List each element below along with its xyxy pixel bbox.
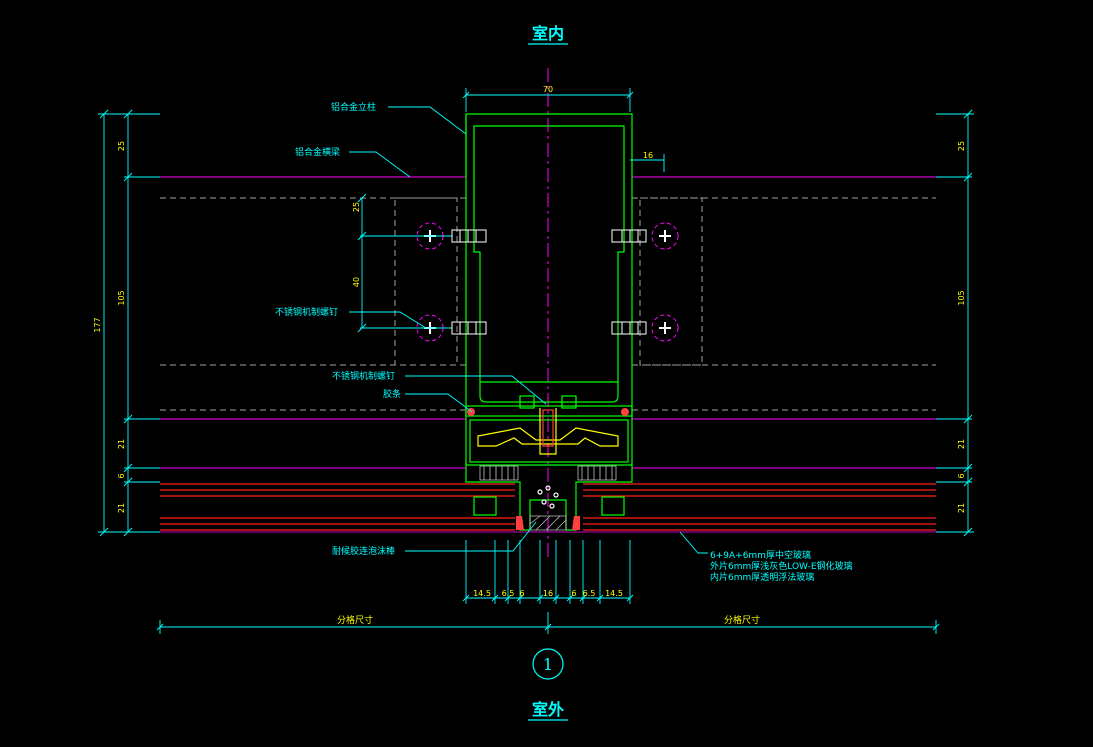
label-mullion: 铝合金立柱 <box>331 101 376 113</box>
screw-group <box>360 222 679 342</box>
label-screw-2: 不锈钢机制螺钉 <box>332 370 395 382</box>
dim-bottom-0: 14.5 <box>473 589 491 598</box>
dim-inner-25: 25 <box>352 202 361 212</box>
dim-right-21a: 21 <box>957 439 966 449</box>
dim-right-chain <box>936 109 974 537</box>
dim-grid-left: 分格尺寸 <box>337 614 373 626</box>
dim-right-25: 25 <box>957 141 966 151</box>
detail-number: 1 <box>543 655 553 674</box>
dim-inner-vertical <box>357 193 367 333</box>
dim-left-21b: 21 <box>117 503 126 513</box>
dim-left-105: 105 <box>117 290 126 305</box>
dim-left-chain <box>98 109 160 537</box>
dim-bottom-2: 6 <box>519 589 524 598</box>
transom-lines <box>160 176 936 469</box>
dim-bottom-5: 6.5 <box>583 589 596 598</box>
dim-inner-40: 40 <box>352 277 361 287</box>
dim-top-70 <box>462 88 634 112</box>
dim-right-21b: 21 <box>957 503 966 513</box>
dim-left-total: 177 <box>93 317 102 332</box>
gasket-red <box>467 408 629 530</box>
label-glass-1: 6+9A+6mm厚中空玻璃 <box>710 549 811 561</box>
dim-grid <box>156 612 940 634</box>
dim-bottom-4: 6 <box>571 589 576 598</box>
dim-bottom-6: 14.5 <box>605 589 623 598</box>
label-gasket: 胶条 <box>383 388 401 400</box>
label-glass-2: 外片6mm厚浅灰色LOW-E钢化玻璃 <box>710 560 853 572</box>
title-indoor: 室内 <box>532 24 564 43</box>
label-transom: 铝合金横梁 <box>295 146 340 158</box>
glass-panes <box>160 483 936 531</box>
aluminum-mullion <box>465 113 633 466</box>
dim-bottom-3: 16 <box>543 589 553 598</box>
pressure-plate <box>477 408 619 455</box>
dim-right-6: 6 <box>957 473 966 478</box>
dashed-lines <box>160 197 936 411</box>
dim-left-6: 6 <box>117 473 126 478</box>
dim-gap-16-text: 16 <box>643 151 653 160</box>
cover-cap <box>465 462 633 531</box>
dim-top-70-text: 70 <box>543 85 553 94</box>
dim-left-21a: 21 <box>117 439 126 449</box>
label-screw-1: 不锈钢机制螺钉 <box>275 306 338 318</box>
title-outdoor: 室外 <box>532 700 564 719</box>
dim-bottom-1: 6.5 <box>502 589 515 598</box>
dim-left-25: 25 <box>117 141 126 151</box>
label-sealant: 耐候胶连泡沫棒 <box>332 545 395 557</box>
dim-right-105: 105 <box>957 290 966 305</box>
detail-marker: 1 <box>532 648 564 680</box>
gasket-hatch <box>479 465 617 531</box>
dim-bottom-chain <box>462 540 634 604</box>
dim-grid-right: 分格尺寸 <box>724 614 760 626</box>
leader-lines <box>349 106 708 554</box>
dim-gap-16 <box>630 154 665 172</box>
label-glass-3: 内片6mm厚透明浮法玻璃 <box>710 571 814 583</box>
